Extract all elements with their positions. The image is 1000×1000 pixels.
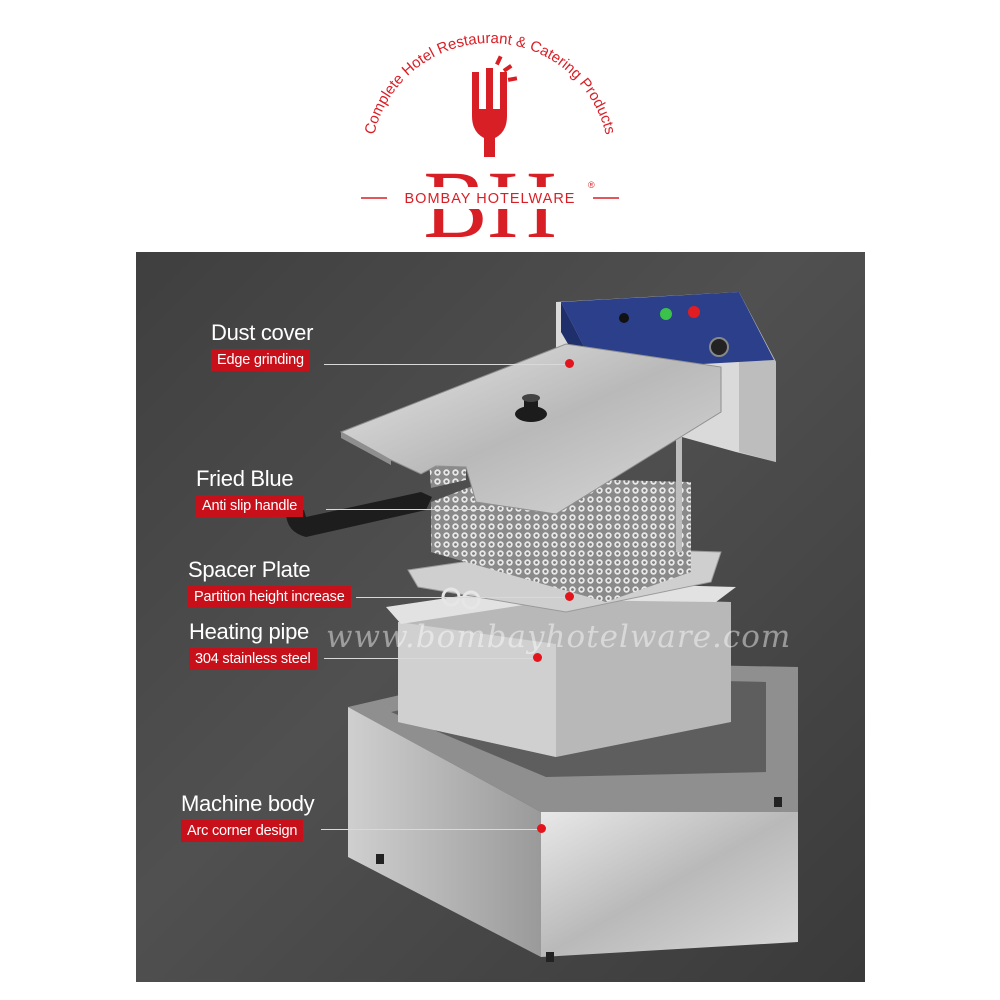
callout-title: Dust cover xyxy=(211,320,314,345)
basket-handle xyxy=(286,492,432,537)
leader-line xyxy=(356,597,568,598)
callout-title: Heating pipe xyxy=(189,619,309,644)
dust-cover xyxy=(339,343,722,515)
callout-title: Machine body xyxy=(181,791,315,816)
marker-dot xyxy=(537,824,546,833)
callout-title: Fried Blue xyxy=(196,466,294,491)
marker-dot xyxy=(565,359,574,368)
callout-machine-body: Machine body Arc corner design xyxy=(181,791,315,842)
callout-heating-pipe: Heating pipe 304 stainless steel xyxy=(189,619,317,670)
callout-spacer-plate: Spacer Plate Partition height increase xyxy=(188,557,351,608)
leader-line xyxy=(324,658,536,659)
registered-mark: ® xyxy=(588,180,595,190)
leader-line xyxy=(321,829,539,830)
callout-subtitle: Anti slip handle xyxy=(196,495,304,517)
fry-basket xyxy=(286,432,691,602)
callout-fried-basket: Fried Blue Anti slip handle xyxy=(196,466,304,517)
brand-logo: Complete Hotel Restaurant & Catering Pro… xyxy=(355,12,625,258)
leader-line xyxy=(324,364,567,365)
callout-dust-cover: Dust cover Edge grinding xyxy=(211,320,313,371)
callout-subtitle: Partition height increase xyxy=(188,586,351,608)
product-panel: www.bombayhotelware.com Dust cover Edge … xyxy=(136,252,865,982)
watermark-text: www.bombayhotelware.com xyxy=(326,619,792,655)
callout-subtitle: 304 stainless steel xyxy=(189,648,317,670)
deep-fryer-illustration xyxy=(286,292,798,962)
callout-subtitle: Edge grinding xyxy=(211,349,310,371)
brand-name: BOMBAY HOTELWARE xyxy=(405,191,576,207)
marker-dot xyxy=(565,592,574,601)
callout-title: Spacer Plate xyxy=(188,557,311,582)
leader-line xyxy=(326,509,491,510)
fork-icon xyxy=(472,55,518,157)
marker-dot xyxy=(533,653,542,662)
callout-subtitle: Arc corner design xyxy=(181,820,304,842)
